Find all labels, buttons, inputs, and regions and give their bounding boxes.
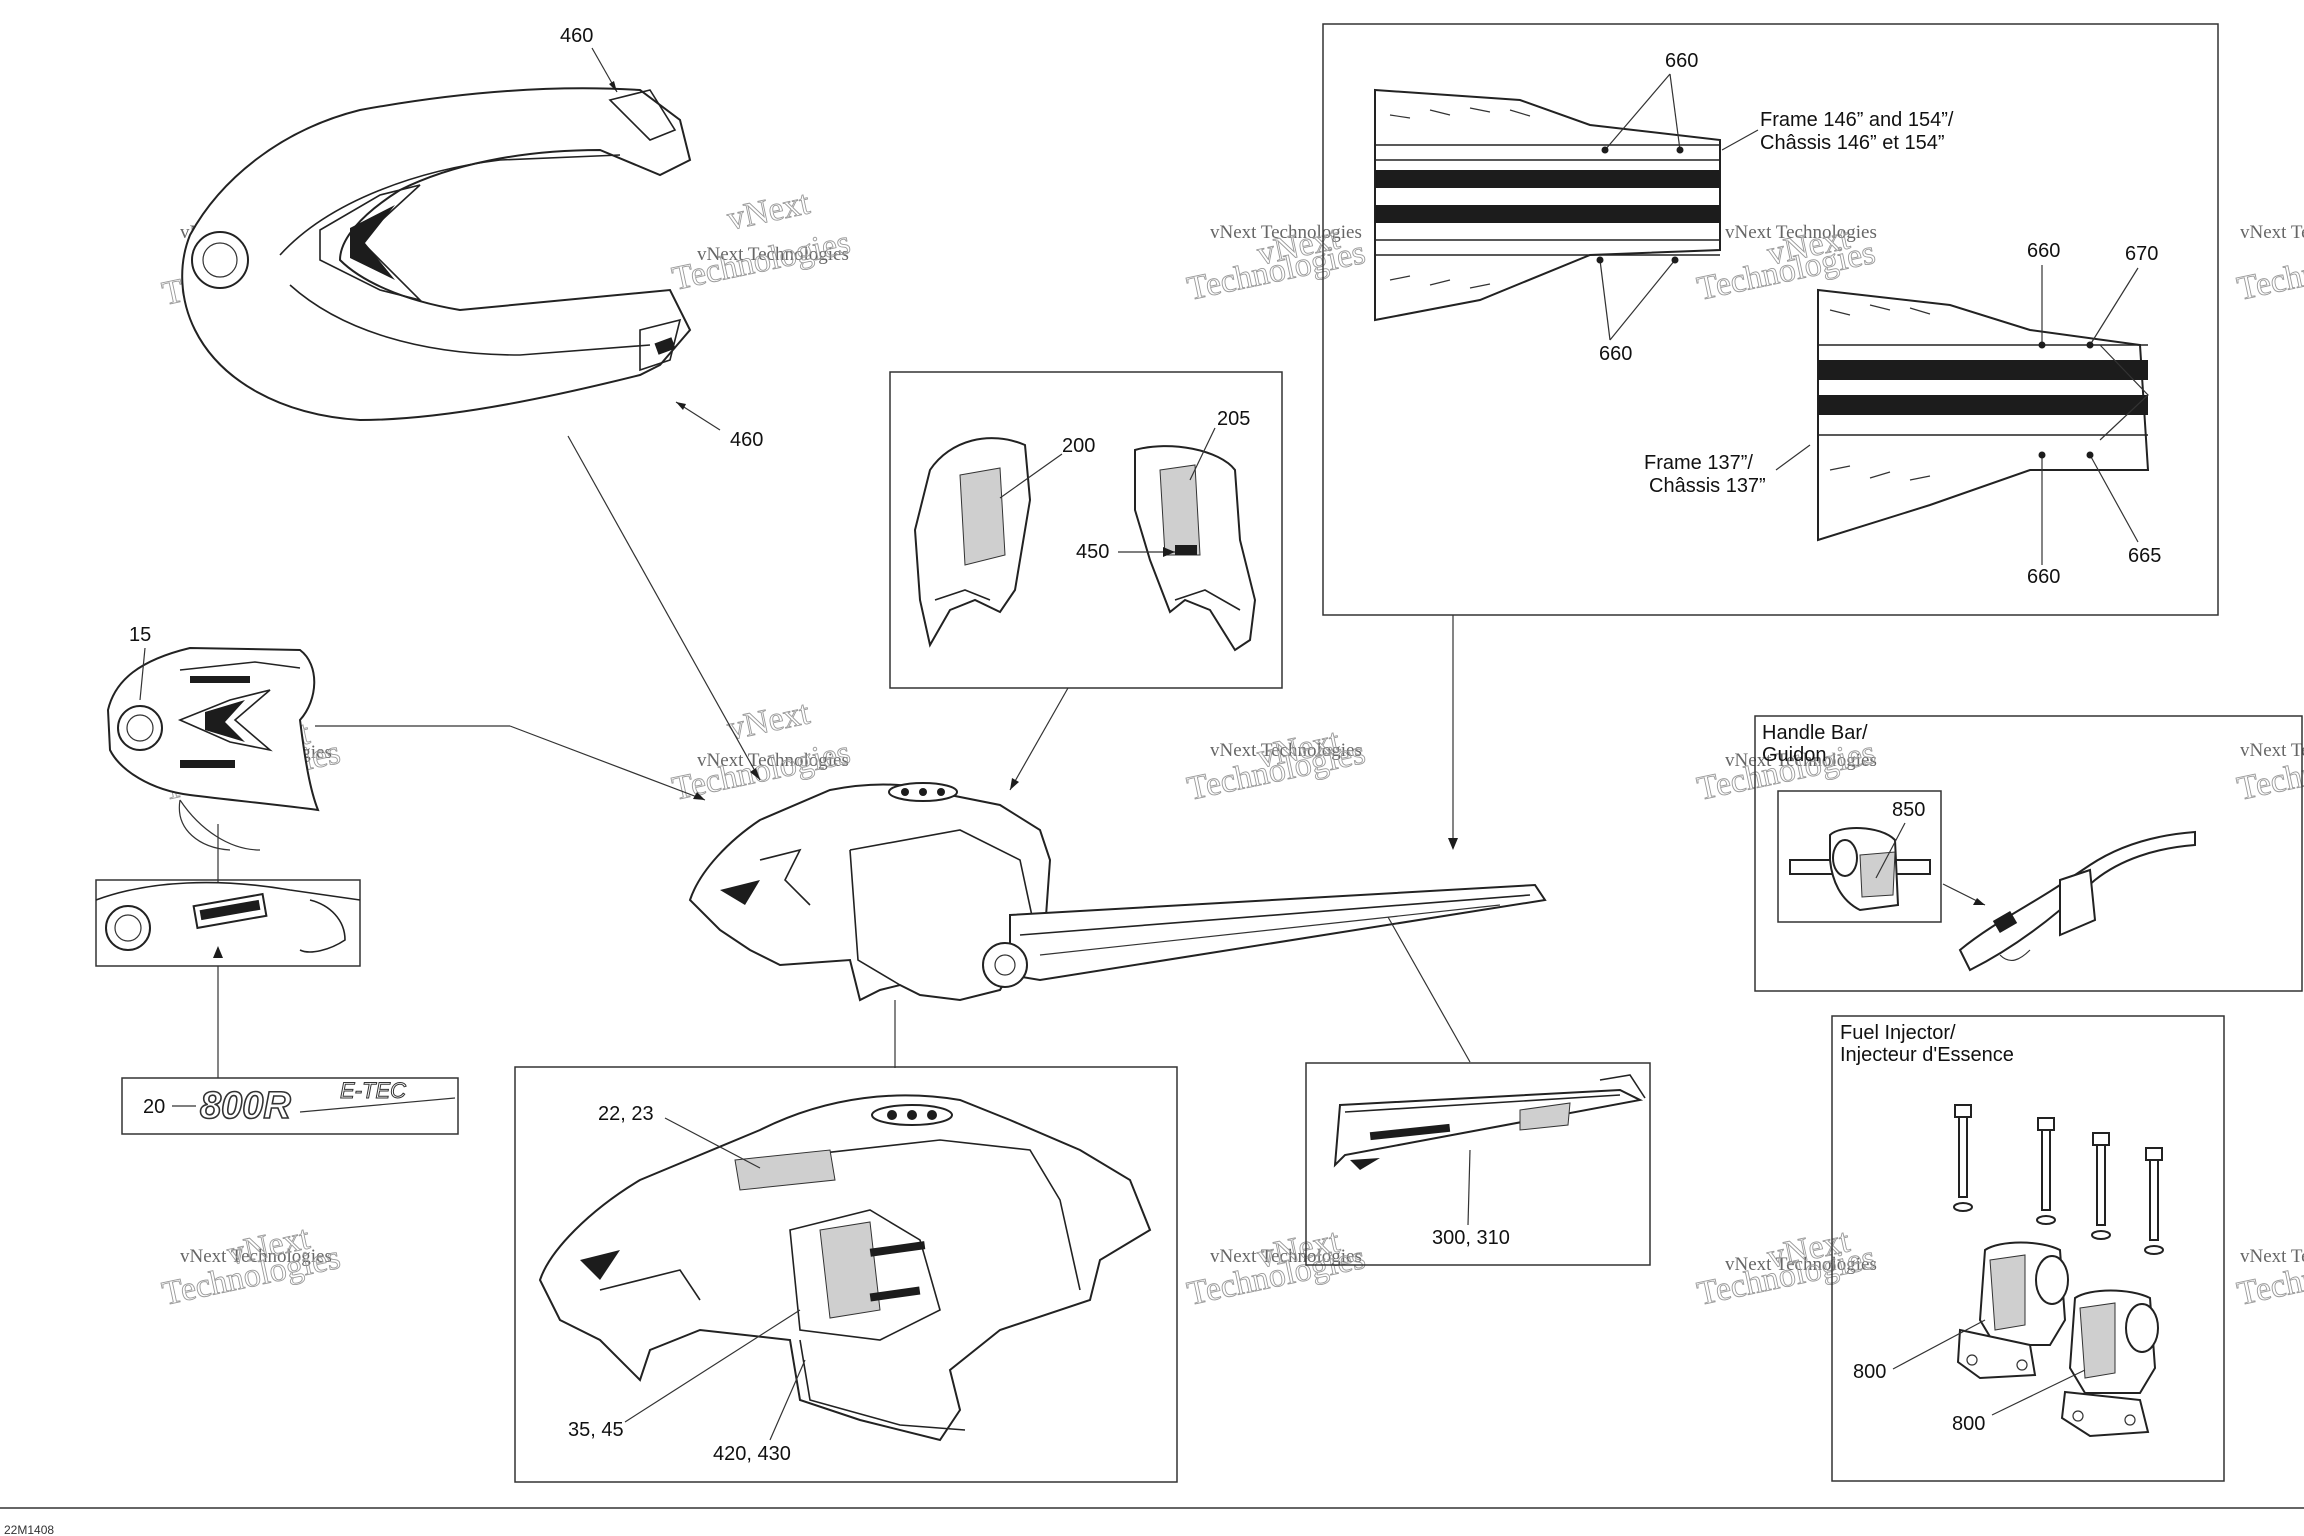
leader-frame-146 bbox=[1721, 129, 1759, 151]
leader-660 bbox=[1599, 259, 1611, 341]
arrow-head bbox=[1163, 547, 1175, 557]
leader-660 bbox=[1669, 73, 1681, 151]
frame-146-154-line2: Châssis 146” et 154” bbox=[1760, 132, 1945, 154]
fuel-injector-title-line1: Fuel Injector/ bbox=[1840, 1022, 1956, 1044]
arrow-head bbox=[676, 402, 686, 410]
fuel-injector-box: Fuel Injector/ Injecteur d'Essence bbox=[1831, 1015, 2225, 1482]
side-panels-box bbox=[889, 371, 1283, 689]
arrow-head bbox=[1973, 898, 1985, 905]
watermark-small: vNext Technologies bbox=[180, 1246, 332, 1267]
leader-660 bbox=[1609, 259, 1676, 341]
leader-dot bbox=[1596, 256, 1604, 264]
leader-800 bbox=[1991, 1369, 2086, 1416]
handle-bar-title-line1: Handle Bar/ bbox=[1762, 722, 1868, 744]
leader-205 bbox=[1189, 427, 1216, 481]
callout-670: 670 bbox=[2125, 243, 2158, 265]
arrow-head bbox=[693, 792, 705, 800]
arrow-head bbox=[1448, 838, 1458, 850]
detail-circle bbox=[178, 799, 261, 851]
frame-146-154-line1: Frame 146” and 154”/ bbox=[1760, 109, 1954, 131]
hood-panel-top bbox=[181, 87, 692, 422]
tunnel-decal-box bbox=[1305, 1062, 1651, 1266]
watermark-small: vNext Technologies bbox=[2240, 1246, 2304, 1267]
callout-660-right-bottom: 660 bbox=[2027, 566, 2060, 588]
leader-dot bbox=[1671, 256, 1679, 264]
callout-460-top: 460 bbox=[560, 25, 593, 47]
callout-200: 200 bbox=[1062, 435, 1095, 457]
callout-300-310: 300, 310 bbox=[1432, 1227, 1510, 1249]
leader-dot bbox=[2038, 341, 2046, 349]
watermark-small: vNext Technologies bbox=[697, 244, 849, 265]
callout-660-right-top: 660 bbox=[2027, 240, 2060, 262]
leader-420-430 bbox=[769, 1359, 806, 1441]
arrow-head bbox=[1010, 778, 1019, 790]
watermark-small: vNext Technologies bbox=[1210, 740, 1362, 761]
leader-800 bbox=[1892, 1319, 1986, 1370]
callout-20: 20 bbox=[143, 1096, 165, 1118]
callout-665: 665 bbox=[2128, 545, 2161, 567]
leader-dot bbox=[1601, 146, 1609, 154]
leader-660 bbox=[1604, 73, 1671, 151]
leader-tunnel-detail bbox=[1387, 916, 1471, 1063]
leader-dot bbox=[2086, 451, 2094, 459]
side-panel-detail bbox=[95, 879, 361, 967]
watermark-small: vNext Technologies bbox=[2240, 740, 2304, 761]
callout-450: 450 bbox=[1076, 541, 1109, 563]
decal-model-text: 800R bbox=[200, 1085, 291, 1127]
leader-35-45 bbox=[624, 1309, 801, 1423]
frame-box bbox=[1322, 23, 2219, 616]
watermark-line1: vNext bbox=[724, 184, 814, 238]
leader-665 bbox=[2089, 454, 2139, 543]
callout-660-lower: 660 bbox=[1599, 343, 1632, 365]
leader-panels-to-sled bbox=[1009, 687, 1069, 791]
leader-dot bbox=[2038, 451, 2046, 459]
callout-15: 15 bbox=[129, 624, 151, 646]
leader-dot bbox=[1676, 146, 1684, 154]
callout-420-430: 420, 430 bbox=[713, 1443, 791, 1465]
body-detail-box bbox=[514, 1066, 1178, 1483]
leader-200 bbox=[999, 453, 1063, 499]
callout-35-45: 35, 45 bbox=[568, 1419, 624, 1441]
leader-300-310 bbox=[1467, 1149, 1471, 1226]
watermark-small: vNext Technologies bbox=[1725, 750, 1877, 771]
leader-670 bbox=[2089, 267, 2139, 346]
callout-460-bottom: 460 bbox=[730, 429, 763, 451]
frame-137-line1: Frame 137”/ bbox=[1644, 452, 1753, 474]
callout-800-a: 800 bbox=[1853, 1361, 1886, 1383]
watermark-small: vNext Technologies bbox=[1725, 1254, 1877, 1275]
watermark-line2: Technologies bbox=[2234, 234, 2304, 308]
handle-bar-box: Handle Bar/ Guidon bbox=[1754, 715, 2303, 992]
handle-bar-title-line2: Guidon bbox=[1762, 744, 1827, 766]
callout-22-23: 22, 23 bbox=[598, 1103, 654, 1125]
leader-side-panel bbox=[509, 725, 706, 801]
leader-hood-to-sled bbox=[567, 435, 761, 781]
arrow-head bbox=[213, 946, 223, 958]
snowmobile-body bbox=[688, 782, 1547, 1002]
frame-137-line2: Châssis 137” bbox=[1649, 475, 1766, 497]
side-panel-15 bbox=[106, 646, 320, 812]
decal-suffix-text: E-TEC bbox=[340, 1078, 406, 1103]
drawing-code: 22M1408 bbox=[4, 1523, 54, 1536]
fuel-injector-title-line2: Injecteur d'Essence bbox=[1840, 1044, 2014, 1066]
callout-205: 205 bbox=[1217, 408, 1250, 430]
callout-800-b: 800 bbox=[1952, 1413, 1985, 1435]
leader-850 bbox=[1875, 822, 1906, 879]
arrow-head bbox=[750, 768, 760, 780]
watermark-line2: Technologies bbox=[669, 224, 854, 298]
watermark-small: vNext Technologies bbox=[2240, 222, 2304, 243]
leader-frame-137 bbox=[1775, 444, 1811, 471]
decal-20: 20 800R E-TEC bbox=[121, 1077, 459, 1135]
watermark-small: vNext Technologies bbox=[697, 750, 849, 771]
leader-22-23 bbox=[664, 1117, 761, 1169]
arrow-head bbox=[609, 81, 617, 92]
watermark-small: vNext Technologies bbox=[1210, 1246, 1362, 1267]
watermark-small: vNext Technologies bbox=[1210, 222, 1362, 243]
callout-850: 850 bbox=[1892, 799, 1925, 821]
watermark-small: vNext Technologies bbox=[1725, 222, 1877, 243]
callout-660-top: 660 bbox=[1665, 50, 1698, 72]
leader-15 bbox=[139, 647, 146, 701]
leader-dot bbox=[2086, 341, 2094, 349]
